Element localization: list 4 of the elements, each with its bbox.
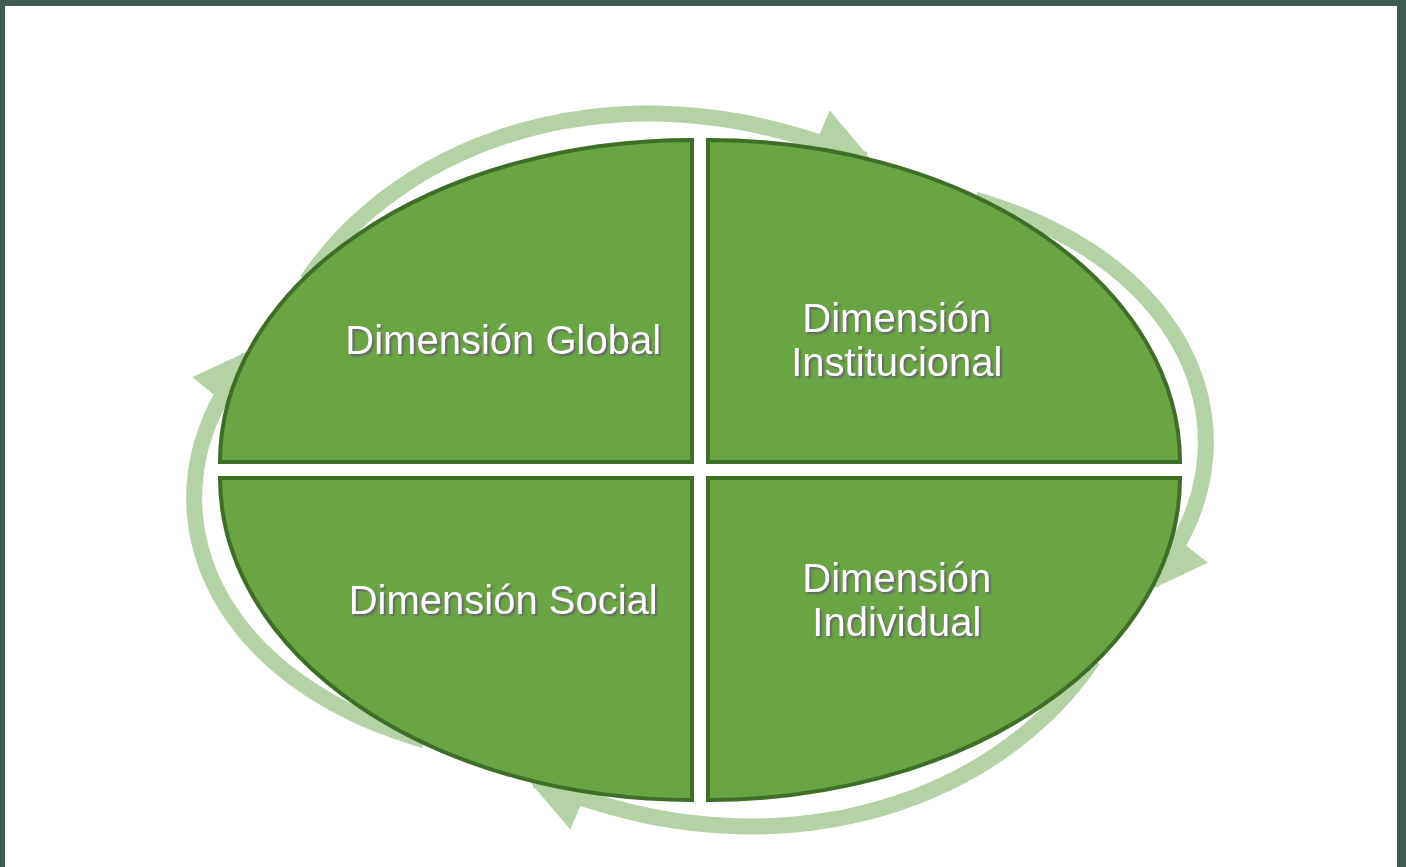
segment-label: Dimensión Institucional bbox=[790, 295, 1004, 384]
segment-label: Dimensión Social bbox=[347, 578, 659, 623]
segment-label: Dimensión Individual bbox=[801, 556, 993, 645]
segment-label: Dimensión Global bbox=[344, 317, 663, 362]
